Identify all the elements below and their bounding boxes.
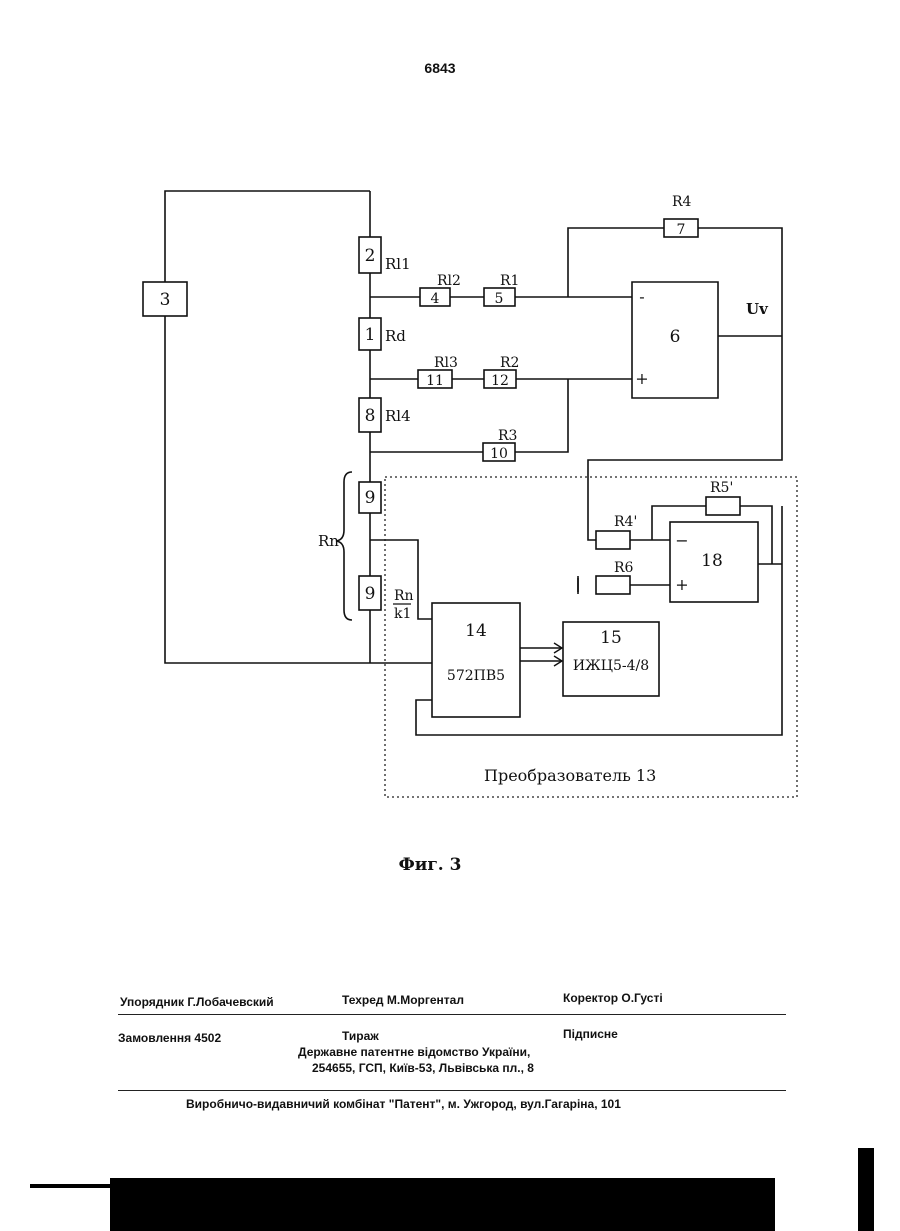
label-uv: Uv	[746, 300, 769, 318]
data-bus-arrows	[520, 643, 562, 666]
label-r4: R4	[672, 194, 692, 210]
label-r5-prime: R5'	[710, 480, 733, 496]
resistor-r4p	[596, 531, 630, 549]
imprint-printer: Виробничо-видавничий комбінат "Патент", …	[186, 1097, 621, 1111]
label-rd: Rd	[385, 327, 406, 345]
label-rl2: Rl2	[437, 273, 461, 289]
imprint-circulation: Тираж	[342, 1029, 379, 1043]
label-rl3: Rl3	[434, 355, 458, 371]
label-r2: R2	[500, 355, 519, 371]
imprint-order: Замовлення 4502	[118, 1031, 221, 1045]
imprint-publisher-line1: Державне патентне відомство України,	[298, 1045, 530, 1059]
imprint-corrector: Коректор О.Густі	[563, 991, 663, 1005]
resistor-11-label: 11	[426, 373, 444, 389]
block-3-label: 3	[160, 290, 171, 310]
resistor-2-label: 2	[365, 246, 376, 266]
block-14-label: 14	[465, 621, 487, 641]
imprint-rule-bottom	[118, 1090, 786, 1091]
resistor-8-label: 8	[365, 406, 376, 426]
opamp-18-minus: −	[675, 531, 688, 550]
converter-label: Преобразователь 13	[484, 766, 656, 785]
resistor-r5p	[706, 497, 740, 515]
label-r1: R1	[500, 273, 519, 289]
label-rl1: Rl1	[385, 255, 411, 273]
scan-edge-mark	[858, 1148, 874, 1231]
opamp-6-minus: -	[639, 287, 644, 306]
label-r6: R6	[614, 560, 634, 576]
label-r4-prime: R4'	[614, 514, 637, 530]
scan-edge-line	[30, 1184, 110, 1188]
resistor-r6	[596, 576, 630, 594]
imprint-subscription: Підписне	[563, 1027, 618, 1041]
block-15-part: ИЖЦ5-4/8	[573, 658, 649, 674]
label-rn: Rn	[318, 532, 339, 550]
resistor-1-label: 1	[365, 325, 376, 345]
label-rn-k1-numerator: Rn	[394, 588, 414, 604]
resistor-12-label: 12	[491, 373, 509, 389]
imprint-publisher-line2: 254655, ГСП, Київ-53, Львівська пл., 8	[312, 1061, 534, 1075]
figure-caption: Фиг. 3	[380, 855, 480, 875]
resistor-9-upper-label: 9	[365, 488, 376, 508]
resistor-5-label: 5	[495, 291, 504, 307]
block-15-label: 15	[600, 628, 622, 648]
label-rl4: Rl4	[385, 407, 411, 425]
opamp-18-plus: +	[675, 575, 688, 594]
imprint-compiler: Упорядник Г.Лобачевский	[120, 995, 274, 1009]
label-rn-k1-denominator: k1	[394, 606, 411, 622]
scan-black-bar	[110, 1178, 775, 1231]
block-18-label: 18	[701, 551, 723, 571]
label-r3: R3	[498, 428, 517, 444]
block-6-label: 6	[670, 327, 681, 347]
resistor-7-label: 7	[677, 222, 686, 238]
imprint-techeditor: Техред М.Моргентал	[342, 993, 464, 1007]
opamp-6-plus: +	[635, 369, 648, 388]
resistor-4-label: 4	[431, 291, 440, 307]
block-14-part: 572ПВ5	[447, 668, 505, 684]
resistor-9-lower-label: 9	[365, 584, 376, 604]
resistor-10-label: 10	[490, 446, 508, 462]
imprint-rule-top	[118, 1014, 786, 1015]
